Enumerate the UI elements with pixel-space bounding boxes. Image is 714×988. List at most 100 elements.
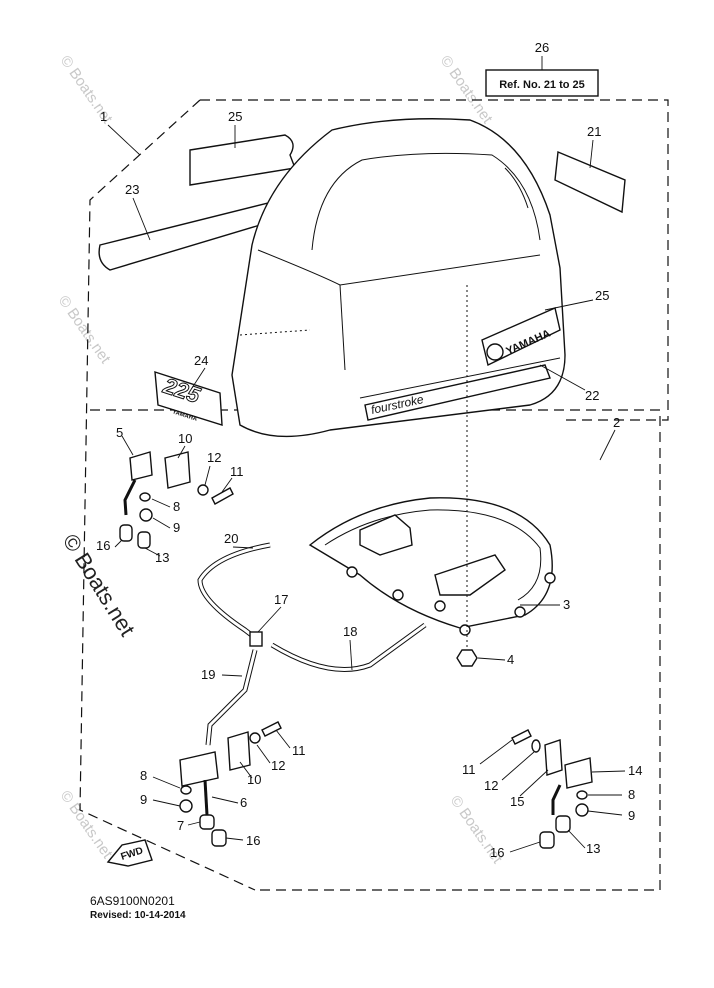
decal-21-right [554,150,626,214]
callout-12: 12 [271,758,285,773]
latch-rod [123,479,137,516]
tray-pocket [359,514,413,556]
nut-9 [575,803,589,817]
callout-9: 9 [173,520,180,535]
callout-11: 11 [462,762,476,777]
reference-box-frame [485,69,599,97]
watermark-text: © Boats.net [57,53,116,128]
callout-1: 1 [100,109,107,124]
hose-20 [198,543,271,642]
diagram-code: 6AS9100N0201 [90,894,175,908]
hose-19 [206,649,257,746]
reference-box-text: Ref. No. 21 to 25 [499,79,585,91]
tray-mount [346,566,358,578]
cowling-crease [257,249,541,286]
hose-19-outline [205,649,258,746]
callout-19: 19 [201,667,215,682]
grommet-7 [199,814,215,830]
tray-mount [514,606,526,618]
decal-25-yamaha: YAMAHA [481,307,561,367]
callout-22: 22 [585,388,599,403]
callout-18: 18 [343,624,357,639]
callout-9: 9 [140,792,147,807]
bracket-10 [164,451,191,489]
bolt-11 [511,729,532,745]
callout-25: 25 [595,288,609,303]
boundary-top-cowling [200,99,669,421]
revision-date: Revised: 10-14-2014 [90,910,186,921]
callouts: 1 25 23 21 25 22 24 2 3 4 5 10 12 11 8 9… [96,109,642,860]
callout-6: 6 [240,795,247,810]
hose-18 [271,623,426,671]
washer-12 [197,484,209,496]
boundary-bottom-cowling [90,409,661,891]
bottom-tray [308,497,556,636]
grommet-13 [555,815,571,833]
bolt-11 [261,721,282,737]
tray-mount [459,624,471,636]
latch-5 [129,451,153,481]
leader-lines [107,124,626,853]
callout-16: 16 [490,845,504,860]
tray-mount [434,600,446,612]
washer-8 [139,492,151,502]
grommet-16 [119,524,133,542]
reference-box: Ref. No. 21 to 25 26 [485,40,599,97]
decal-25-top [189,134,296,186]
latch-6-body [179,751,219,787]
tray-rim [324,509,542,601]
callout-8: 8 [173,499,180,514]
top-cowling-shell [231,118,566,438]
callout-12: 12 [207,450,221,465]
callout-23: 23 [125,182,139,197]
callout-11: 11 [230,464,244,479]
callout-16: 16 [96,538,110,553]
callout-8: 8 [140,768,147,783]
callout-25: 25 [228,109,242,124]
hidden-line [239,329,311,336]
callout-9: 9 [628,808,635,823]
watermark-text: © Boats.net [55,293,114,368]
callout-12: 12 [484,778,498,793]
washer-8 [180,785,192,795]
cowling-crease [339,284,346,371]
washer-12 [531,739,541,753]
callout-24: 24 [194,353,208,368]
latch-assembly-left-lower [179,721,282,847]
callout-13: 13 [155,550,169,565]
cowling-vent [504,167,529,209]
callout-17: 17 [274,592,288,607]
callout-26: 26 [535,40,549,55]
latch-rod [203,779,209,816]
fwd-arrow: FWD [106,839,153,867]
cowling-top-panel [311,152,541,251]
callout-10: 10 [247,772,261,787]
nut-9 [139,508,153,522]
bolt-11 [211,487,234,505]
nut-9 [179,799,193,813]
grommet-16 [211,829,227,847]
bracket-15 [544,739,563,776]
top-cowling [231,118,566,438]
callout-21: 21 [587,124,601,139]
nut-4 [456,649,478,667]
yamaha-emblem-icon [486,343,504,361]
tray-mount [544,572,556,584]
callout-8: 8 [628,787,635,802]
callout-14: 14 [628,763,642,778]
callout-20: 20 [224,531,238,546]
callout-11: 11 [292,743,306,758]
latch-assembly-right-lower [511,729,593,849]
grommet-13 [137,531,151,549]
callout-4: 4 [507,652,514,667]
watermark-text: © Boats.net [57,788,116,863]
hose-20-outline [197,542,271,642]
washer-12 [249,732,261,744]
cowling-lower-edge [359,357,561,399]
latch-rod [551,784,562,815]
callout-15: 15 [510,794,524,809]
latch-14 [564,757,593,789]
callout-16: 16 [246,833,260,848]
